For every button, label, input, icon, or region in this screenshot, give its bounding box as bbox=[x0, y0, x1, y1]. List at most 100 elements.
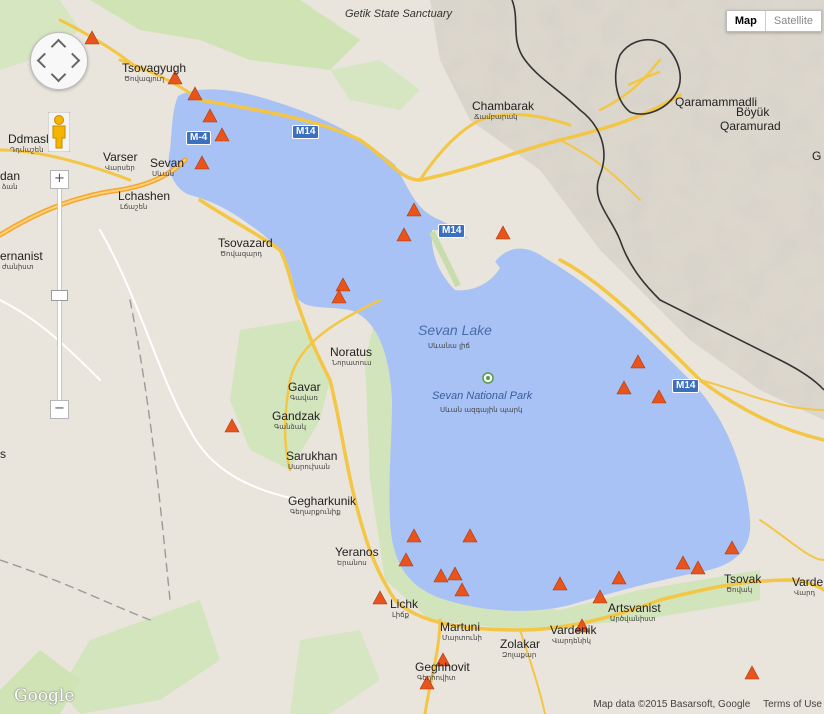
map-marker[interactable] bbox=[690, 560, 706, 575]
lake-name: Sevan Lake bbox=[418, 322, 492, 338]
place-sublabel: Արծվանիստ bbox=[610, 615, 656, 623]
map-marker[interactable] bbox=[462, 528, 478, 543]
map-marker[interactable] bbox=[744, 665, 760, 680]
markers-layer bbox=[84, 30, 760, 690]
place-label: Gegharkunik bbox=[288, 494, 357, 508]
map-marker[interactable] bbox=[574, 618, 590, 633]
road-shield-m14: M14 bbox=[672, 379, 700, 393]
road-shield-m14: M14 bbox=[292, 125, 320, 139]
place-sublabel: Դդմաշեն bbox=[10, 146, 44, 154]
map-marker[interactable] bbox=[433, 568, 449, 583]
pan-right-icon[interactable] bbox=[64, 52, 81, 69]
road-shield-m14: M14 bbox=[438, 224, 466, 238]
place-sublabel: Վարդ bbox=[794, 589, 816, 597]
map-marker[interactable] bbox=[406, 202, 422, 217]
place-label: s bbox=[0, 447, 6, 461]
map-marker[interactable] bbox=[396, 227, 412, 242]
map-marker[interactable] bbox=[406, 528, 422, 543]
place-label: Varser bbox=[103, 150, 138, 164]
place-sublabel: Նորատուս bbox=[332, 359, 372, 367]
place-sublabel: Գեղհովիտ bbox=[417, 674, 456, 682]
pan-up-icon[interactable] bbox=[50, 38, 67, 55]
lake-sub: Սևանա լիճ bbox=[428, 342, 470, 350]
map-marker[interactable] bbox=[202, 108, 218, 123]
place-sublabel: Ճամբարակ bbox=[474, 113, 518, 121]
pan-control[interactable] bbox=[30, 32, 88, 90]
place-label: Geghhovit bbox=[415, 660, 470, 674]
place-sublabel: ձան bbox=[2, 183, 18, 191]
place-label: Yeranos bbox=[335, 545, 379, 559]
place-sublabel: Երանոս bbox=[337, 559, 367, 567]
place-sublabel: Զոլաքար bbox=[502, 651, 537, 659]
map-marker[interactable] bbox=[167, 70, 183, 85]
map-type-map-button[interactable]: Map bbox=[727, 11, 766, 31]
place-label: Varde bbox=[792, 575, 824, 589]
place-label: Vardenik bbox=[550, 623, 597, 637]
zoom-slider-thumb[interactable] bbox=[51, 290, 68, 301]
map-marker[interactable] bbox=[630, 354, 646, 369]
map-marker[interactable] bbox=[372, 590, 388, 605]
map-marker[interactable] bbox=[398, 552, 414, 567]
place-sublabel: Ծովագյուղ bbox=[124, 75, 165, 83]
map-marker[interactable] bbox=[552, 576, 568, 591]
map-marker[interactable] bbox=[187, 86, 203, 101]
map-marker[interactable] bbox=[335, 277, 351, 292]
place-label: Martuni bbox=[440, 620, 481, 634]
attribution: Map data ©2015 Basarsoft, Google Terms o… bbox=[583, 699, 822, 710]
place-label: Lchashen bbox=[118, 189, 171, 203]
place-sublabel: Ծովազարդ bbox=[220, 250, 263, 258]
map-marker[interactable] bbox=[611, 570, 627, 585]
map-marker[interactable] bbox=[224, 418, 240, 433]
map-marker[interactable] bbox=[84, 30, 100, 45]
place-sublabel: Ծովակ bbox=[726, 586, 753, 594]
pan-left-icon[interactable] bbox=[36, 52, 53, 69]
map-marker[interactable] bbox=[214, 127, 230, 142]
terms-link[interactable]: Terms of Use bbox=[763, 699, 822, 710]
map-marker[interactable] bbox=[724, 540, 740, 555]
map-marker[interactable] bbox=[592, 589, 608, 604]
place-label: Zolakar bbox=[500, 637, 541, 651]
place-label: dan bbox=[0, 169, 21, 183]
place-sublabel: Վարդենիկ bbox=[552, 637, 591, 645]
map-marker[interactable] bbox=[419, 675, 435, 690]
zoom-out-button[interactable]: − bbox=[50, 400, 69, 419]
map-marker[interactable] bbox=[435, 652, 451, 667]
place-label: Sarukhan bbox=[286, 449, 338, 463]
map-marker[interactable] bbox=[194, 155, 210, 170]
sanctuary-label: Getik State Sanctuary bbox=[345, 8, 452, 20]
place-label: Tsovazard bbox=[218, 236, 273, 250]
park-name: Sevan National Park bbox=[432, 390, 533, 402]
place-sublabel: Սևան bbox=[152, 170, 175, 178]
place-label: Qaramurad bbox=[720, 119, 781, 133]
place-label: Gavar bbox=[288, 380, 321, 394]
place-sublabel: Գանձակ bbox=[274, 423, 307, 431]
place-label: Artsvanist bbox=[608, 601, 661, 615]
place-label: Qaramammadli bbox=[675, 95, 758, 109]
place-sublabel: Լիճք bbox=[392, 611, 410, 619]
street-view-pegman-icon[interactable] bbox=[48, 112, 70, 152]
map-marker[interactable] bbox=[454, 582, 470, 597]
map-marker[interactable] bbox=[331, 289, 347, 304]
map-marker[interactable] bbox=[495, 225, 511, 240]
park-sub: Սևան ազգային պարկ bbox=[440, 406, 523, 414]
place-label: Sevan bbox=[150, 156, 185, 170]
map-marker[interactable] bbox=[651, 389, 667, 404]
map-type-satellite-button[interactable]: Satellite bbox=[773, 15, 813, 27]
google-logo: Google bbox=[14, 686, 75, 706]
place-label: Böyük bbox=[736, 105, 770, 119]
map-marker[interactable] bbox=[675, 555, 691, 570]
place-label: Tsovagyugh bbox=[122, 61, 187, 75]
place-label: Noratus bbox=[330, 345, 373, 359]
pan-down-icon[interactable] bbox=[50, 66, 67, 83]
map-marker[interactable] bbox=[447, 566, 463, 581]
place-sublabel: Սարուխան bbox=[288, 463, 330, 471]
map-type-control: Map Satellite bbox=[725, 10, 822, 32]
map-marker[interactable] bbox=[616, 380, 632, 395]
place-label: G bbox=[812, 149, 822, 163]
place-label: ernanist bbox=[0, 249, 43, 263]
map-data-text: Map data ©2015 Basarsoft, Google bbox=[593, 699, 751, 710]
zoom-in-button[interactable]: + bbox=[50, 170, 69, 189]
place-sublabel: Վարսեր bbox=[105, 164, 135, 172]
